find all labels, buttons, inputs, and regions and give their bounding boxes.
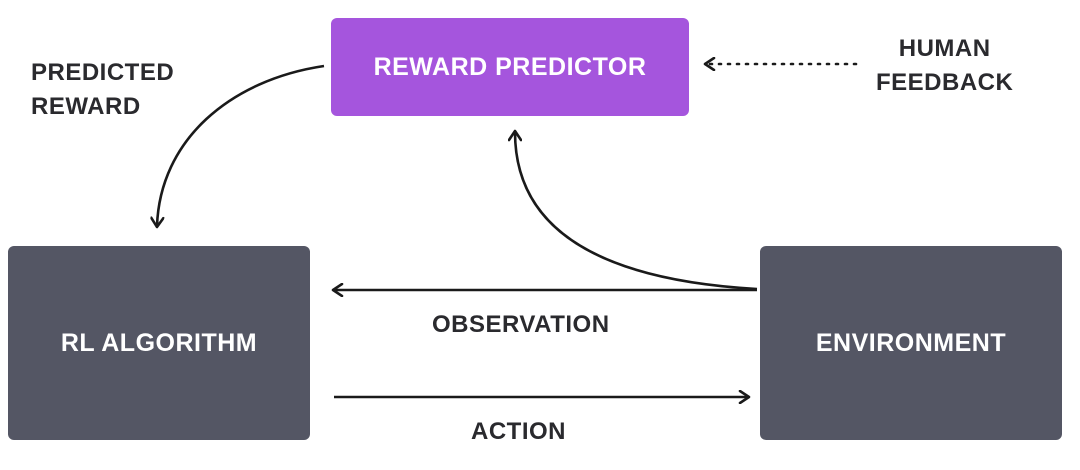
- observation-label: OBSERVATION: [432, 311, 610, 338]
- reward-predictor-node: REWARD PREDICTOR: [331, 18, 689, 116]
- action-label: ACTION: [471, 418, 566, 445]
- predicted-reward-arrow: [157, 64, 325, 226]
- predicted-reward-line-2: REWARD: [31, 93, 141, 120]
- environment-to-predictor-arrow: [515, 132, 758, 291]
- predicted-reward-line-1: PREDICTED: [31, 59, 175, 86]
- human-feedback-line-1: HUMAN: [898, 35, 991, 62]
- rl-algorithm-label: RL ALGORITHM: [60, 328, 258, 357]
- human-feedback-label: HUMAN FEEDBACK: [876, 32, 1013, 100]
- environment-label: ENVIRONMENT: [815, 328, 1007, 357]
- reward-predictor-label: REWARD PREDICTOR: [373, 52, 647, 81]
- predicted-reward-label: PREDICTED REWARD: [31, 56, 174, 124]
- rl-algorithm-node: RL ALGORITHM: [8, 246, 310, 440]
- environment-node: ENVIRONMENT: [760, 246, 1062, 440]
- human-feedback-line-2: FEEDBACK: [876, 69, 1014, 96]
